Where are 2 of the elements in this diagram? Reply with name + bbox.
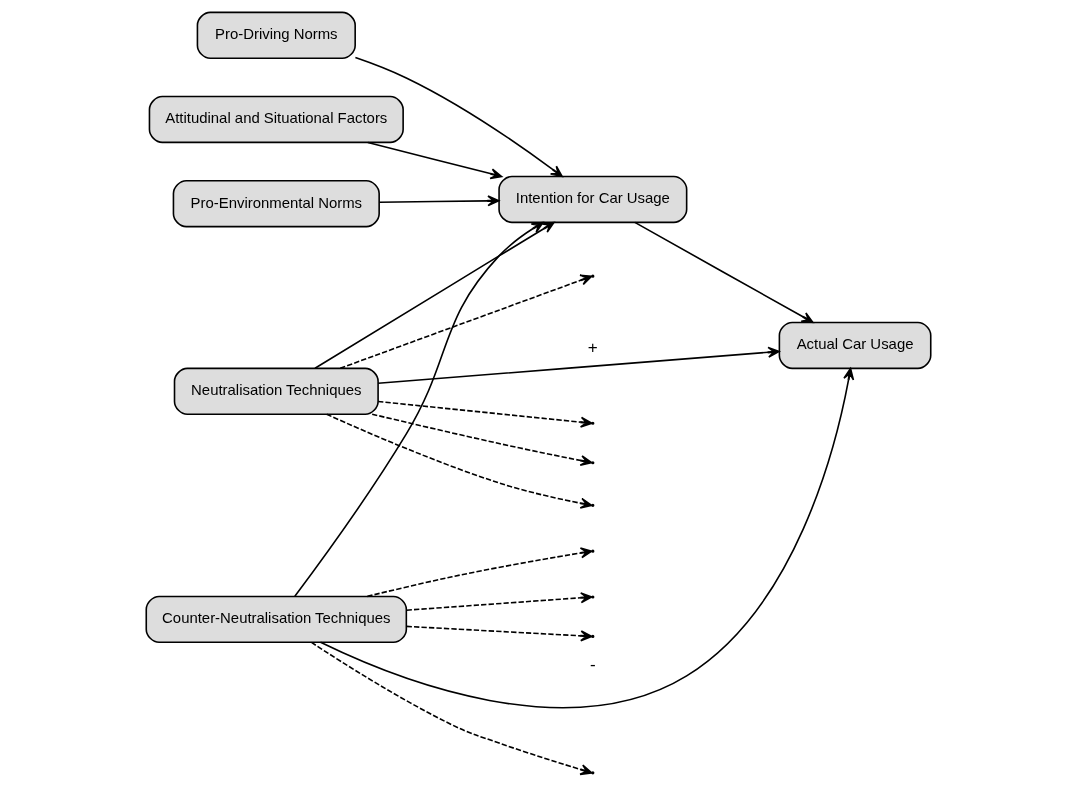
edge-label: + [587,337,598,357]
edge-label: - [590,655,596,675]
